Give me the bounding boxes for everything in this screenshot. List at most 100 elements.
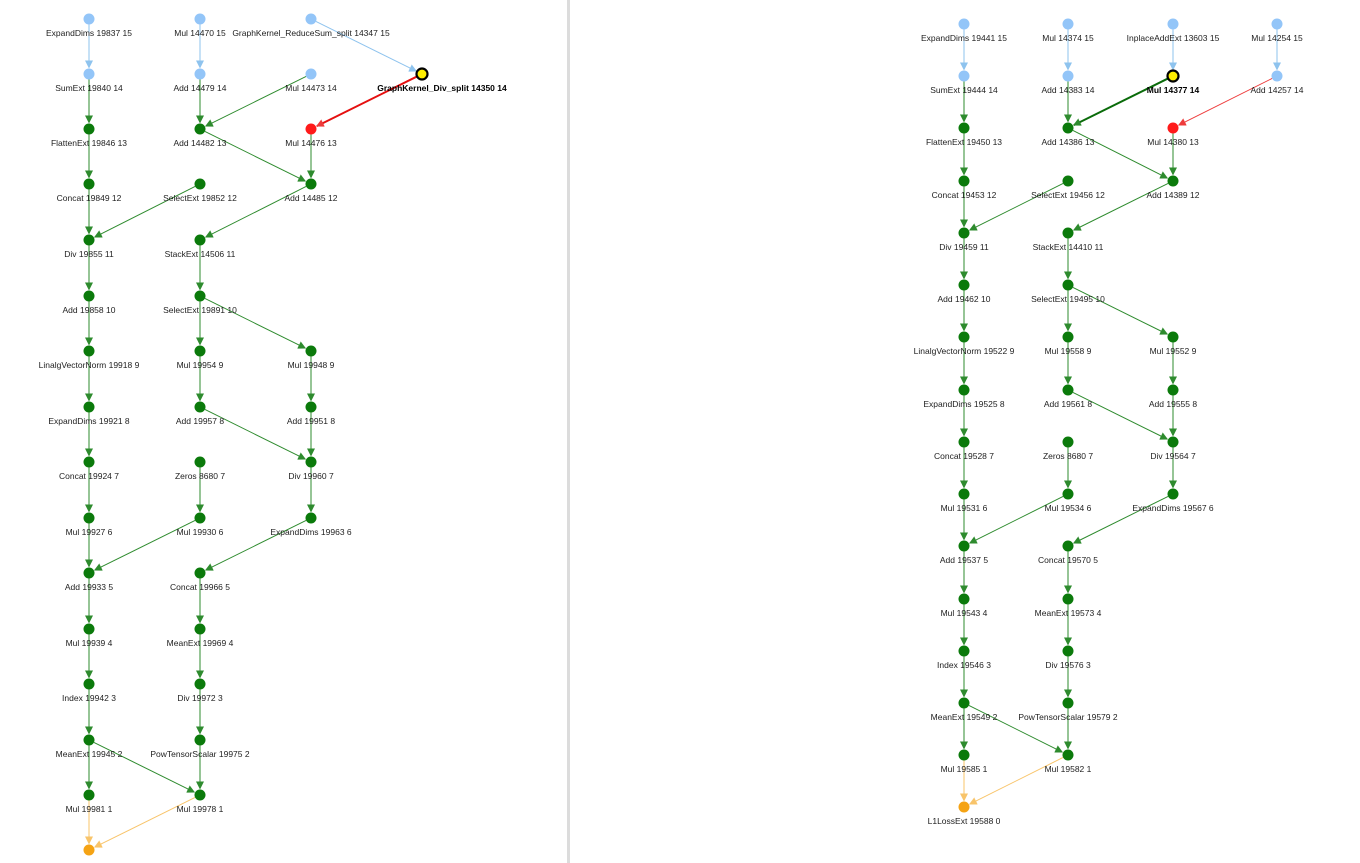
graph-node-add-14386-13[interactable]: Add 14386 13 <box>1042 122 1095 148</box>
graph-node-add-19933-5[interactable]: Add 19933 5 <box>65 567 113 593</box>
node-marker[interactable] <box>194 678 206 690</box>
node-marker[interactable] <box>83 844 95 856</box>
node-marker[interactable] <box>1166 69 1180 83</box>
node-marker[interactable] <box>83 234 95 246</box>
node-marker[interactable] <box>958 122 970 134</box>
graph-node-mul-14470-15[interactable]: Mul 14470 15 <box>174 13 226 39</box>
node-marker[interactable] <box>83 13 95 25</box>
graph-node-expanddims-19963-6[interactable]: ExpandDims 19963 6 <box>270 512 352 538</box>
graph-node-mul-19981-1[interactable]: Mul 19981 1 <box>66 789 113 815</box>
node-marker[interactable] <box>1167 436 1179 448</box>
graph-node-add-14479-14[interactable]: Add 14479 14 <box>174 68 227 94</box>
graph-node-selectext-19456-12[interactable]: SelectExt 19456 12 <box>1031 175 1105 201</box>
node-marker[interactable] <box>1167 122 1179 134</box>
graph-node-powtensorscalar-19975-2[interactable]: PowTensorScalar 19975 2 <box>150 734 250 760</box>
graph-node-sumext-19444-14[interactable]: SumExt 19444 14 <box>930 70 998 96</box>
node-marker[interactable] <box>1271 18 1283 30</box>
node-marker[interactable] <box>83 678 95 690</box>
node-marker[interactable] <box>1062 697 1074 709</box>
node-marker[interactable] <box>958 540 970 552</box>
graph-node-add-14482-13[interactable]: Add 14482 13 <box>174 123 227 149</box>
graph-node-add-14389-12[interactable]: Add 14389 12 <box>1147 175 1200 201</box>
node-marker[interactable] <box>1167 488 1179 500</box>
node-marker[interactable] <box>1062 645 1074 657</box>
node-marker[interactable] <box>194 401 206 413</box>
graph-node-add-19957-8[interactable]: Add 19957 8 <box>176 401 224 427</box>
node-marker[interactable] <box>83 401 95 413</box>
node-marker[interactable] <box>1062 488 1074 500</box>
graph-node-add-19537-5[interactable]: Add 19537 5 <box>940 540 988 566</box>
graph-node-mul-14473-14[interactable]: Mul 14473 14 <box>285 68 337 94</box>
graph-node-mul-19531-6[interactable]: Mul 19531 6 <box>941 488 988 514</box>
graph-node-flattenext-19846-13[interactable]: FlattenExt 19846 13 <box>51 123 127 149</box>
node-marker[interactable] <box>83 734 95 746</box>
graph-node-mul-19930-6[interactable]: Mul 19930 6 <box>177 512 224 538</box>
graph-node-concat-19849-12[interactable]: Concat 19849 12 <box>57 178 122 204</box>
node-marker[interactable] <box>194 13 206 25</box>
node-marker[interactable] <box>1062 384 1074 396</box>
graph-node-linalgvectornorm-19918-9[interactable]: LinalgVectorNorm 19918 9 <box>39 345 140 371</box>
graph-node-unlabeled-l40[interactable] <box>83 844 95 856</box>
graph-node-index-19546-3[interactable]: Index 19546 3 <box>937 645 991 671</box>
node-marker[interactable] <box>958 279 970 291</box>
graph-node-expanddims-19525-8[interactable]: ExpandDims 19525 8 <box>923 384 1005 410</box>
graph-node-mul-19939-4[interactable]: Mul 19939 4 <box>66 623 113 649</box>
node-marker[interactable] <box>1167 175 1179 187</box>
node-marker[interactable] <box>958 801 970 813</box>
node-marker[interactable] <box>194 290 206 302</box>
graph-node-zeros-8680-7[interactable]: Zeros 8680 7 <box>1043 436 1093 462</box>
graph-node-selectext-19495-10[interactable]: SelectExt 19495 10 <box>1031 279 1105 305</box>
node-marker[interactable] <box>83 567 95 579</box>
graph-node-expanddims-19567-6[interactable]: ExpandDims 19567 6 <box>1132 488 1214 514</box>
graph-node-add-14383-14[interactable]: Add 14383 14 <box>1042 70 1095 96</box>
graph-node-stackext-14410-11[interactable]: StackExt 14410 11 <box>1033 227 1104 253</box>
graph-node-mul-19927-6[interactable]: Mul 19927 6 <box>66 512 113 538</box>
graph-node-selectext-19891-10[interactable]: SelectExt 19891 10 <box>163 290 237 316</box>
node-marker[interactable] <box>958 697 970 709</box>
node-marker[interactable] <box>958 331 970 343</box>
graph-node-add-14485-12[interactable]: Add 14485 12 <box>285 178 338 204</box>
graph-node-linalgvectornorm-19522-9[interactable]: LinalgVectorNorm 19522 9 <box>914 331 1015 357</box>
graph-node-div-19972-3[interactable]: Div 19972 3 <box>177 678 223 704</box>
node-marker[interactable] <box>1167 384 1179 396</box>
node-marker[interactable] <box>1062 18 1074 30</box>
graph-node-sumext-19840-14[interactable]: SumExt 19840 14 <box>55 68 123 94</box>
node-marker[interactable] <box>1062 70 1074 82</box>
graph-node-meanext-19969-4[interactable]: MeanExt 19969 4 <box>167 623 234 649</box>
node-marker[interactable] <box>194 567 206 579</box>
graph-node-div-19576-3[interactable]: Div 19576 3 <box>1045 645 1091 671</box>
graph-node-concat-19570-5[interactable]: Concat 19570 5 <box>1038 540 1098 566</box>
node-marker[interactable] <box>958 175 970 187</box>
node-marker[interactable] <box>83 123 95 135</box>
graph-node-div-19960-7[interactable]: Div 19960 7 <box>288 456 334 482</box>
node-marker[interactable] <box>1062 540 1074 552</box>
graph-node-expanddims-19921-8[interactable]: ExpandDims 19921 8 <box>48 401 130 427</box>
graph-node-mul-14254-15[interactable]: Mul 14254 15 <box>1251 18 1303 44</box>
graph-node-graphkernel-div-split-14350-14[interactable]: GraphKernel_Div_split 14350 14 <box>377 67 507 94</box>
graph-node-mul-19954-9[interactable]: Mul 19954 9 <box>177 345 224 371</box>
node-marker[interactable] <box>83 68 95 80</box>
graph-node-mul-19582-1[interactable]: Mul 19582 1 <box>1045 749 1092 775</box>
node-marker[interactable] <box>83 456 95 468</box>
node-marker[interactable] <box>1062 593 1074 605</box>
graph-node-mul-19948-9[interactable]: Mul 19948 9 <box>288 345 335 371</box>
graph-node-add-19951-8[interactable]: Add 19951 8 <box>287 401 335 427</box>
node-marker[interactable] <box>415 67 429 81</box>
graph-node-mul-14377-14[interactable]: Mul 14377 14 <box>1147 69 1200 96</box>
node-marker[interactable] <box>958 436 970 448</box>
node-marker[interactable] <box>1167 18 1179 30</box>
graph-node-mul-14374-15[interactable]: Mul 14374 15 <box>1042 18 1094 44</box>
graph-node-concat-19966-5[interactable]: Concat 19966 5 <box>170 567 230 593</box>
node-marker[interactable] <box>1167 331 1179 343</box>
graph-node-add-19858-10[interactable]: Add 19858 10 <box>63 290 116 316</box>
node-marker[interactable] <box>958 749 970 761</box>
node-marker[interactable] <box>958 488 970 500</box>
node-marker[interactable] <box>958 645 970 657</box>
graph-node-index-19942-3[interactable]: Index 19942 3 <box>62 678 116 704</box>
graph-node-mul-19978-1[interactable]: Mul 19978 1 <box>177 789 224 815</box>
node-marker[interactable] <box>1062 331 1074 343</box>
node-marker[interactable] <box>194 789 206 801</box>
graph-node-concat-19528-7[interactable]: Concat 19528 7 <box>934 436 994 462</box>
node-marker[interactable] <box>194 234 206 246</box>
node-marker[interactable] <box>305 512 317 524</box>
